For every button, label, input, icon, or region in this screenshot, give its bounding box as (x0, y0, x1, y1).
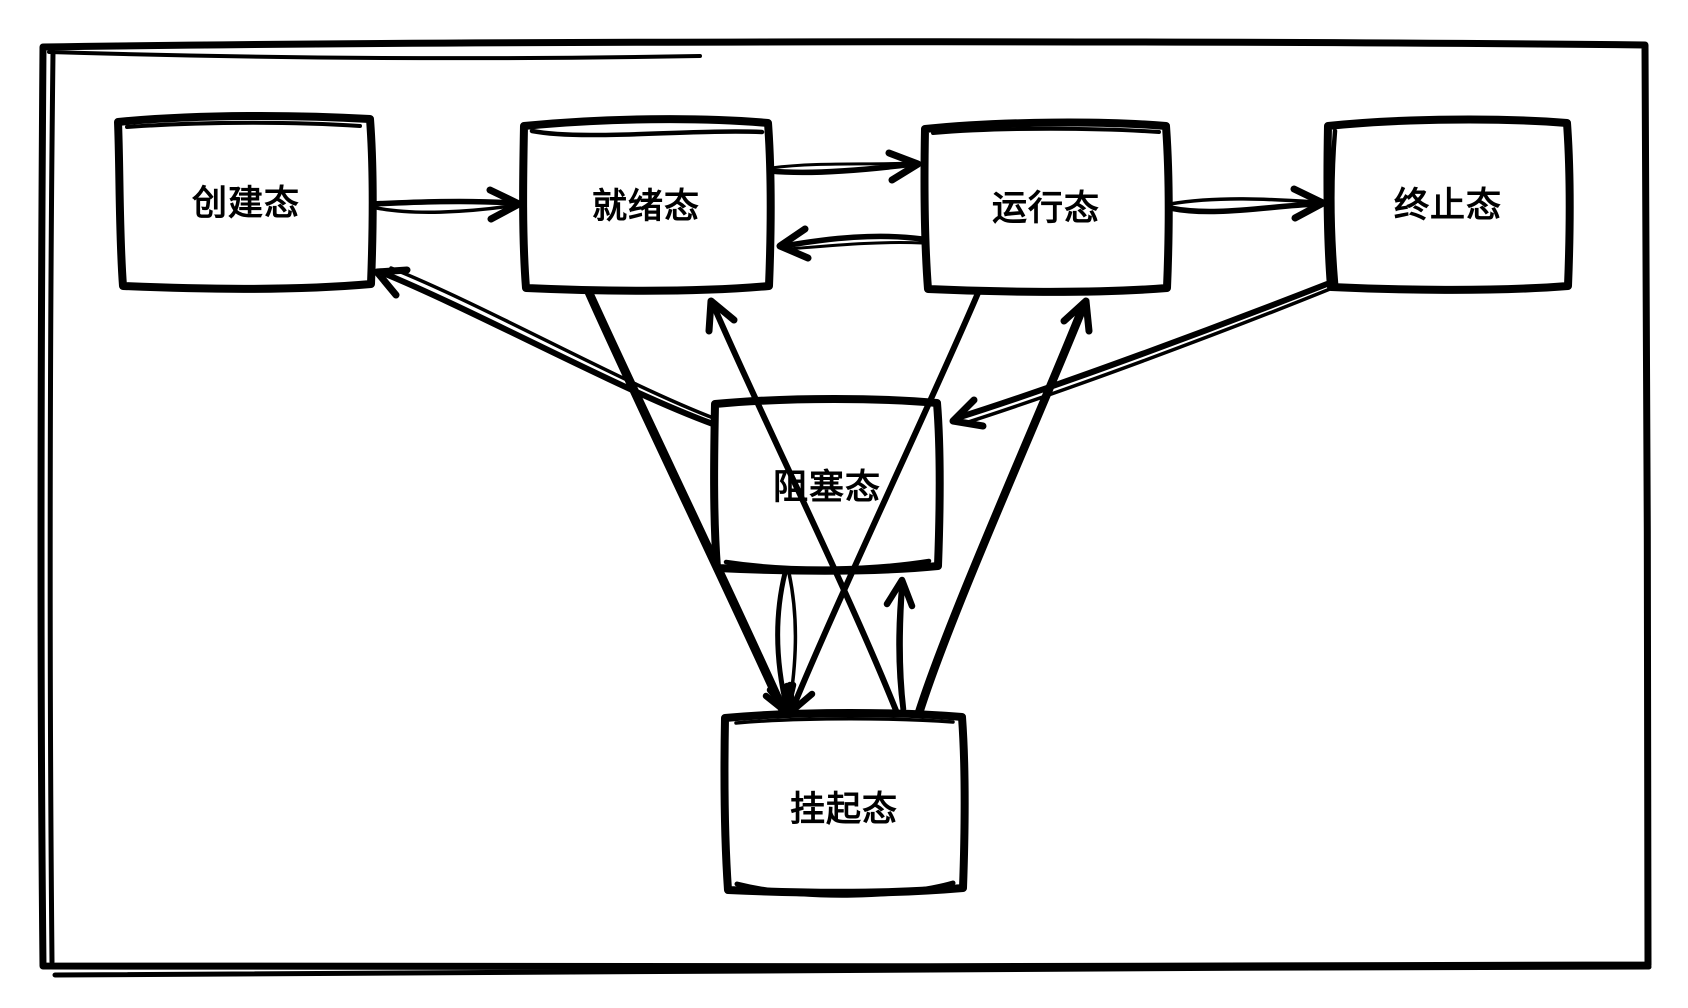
arrow-shaft-double (370, 204, 513, 215)
state-box-created-sketch-line (125, 120, 362, 129)
state-box-suspended-sketch-line2 (734, 717, 955, 725)
arrow-terminated-to-blocked[interactable] (949, 281, 1332, 430)
arrow-shaft-double (914, 300, 1084, 715)
arrow-ready-to-running[interactable] (767, 149, 922, 184)
arrow-shaft (896, 579, 906, 713)
state-node-running[interactable]: 运行态 (920, 118, 1173, 296)
arrow-shaft-double (960, 287, 1332, 426)
frame-border-left-double (47, 49, 56, 965)
frame-border-top-double (47, 50, 702, 61)
arrowhead-icon (486, 186, 523, 223)
state-label-running: 运行态 (992, 189, 1100, 229)
state-node-suspended[interactable]: 挂起态 (720, 709, 969, 898)
state-label-suspended: 挂起态 (790, 790, 898, 830)
arrow-shaft (781, 233, 925, 249)
state-box-blocked-sketch-line (723, 558, 932, 571)
state-label-ready: 就绪态 (592, 187, 700, 227)
arrow-shaft-double (786, 240, 924, 251)
arrow-shaft (767, 161, 917, 176)
arrow-running-to-ready[interactable] (776, 225, 925, 262)
arrow-shaft (954, 281, 1330, 421)
state-box-ready-sketch-line (529, 128, 765, 138)
arrow-shaft (380, 270, 716, 427)
arrow-shaft (775, 570, 790, 712)
arrowhead-icon (705, 297, 738, 335)
arrow-blocked-to-suspended[interactable] (766, 570, 798, 714)
state-box-created[interactable] (114, 111, 377, 293)
state-box-suspended-sketch-line (734, 880, 956, 898)
arrow-shaft-double (769, 161, 912, 170)
state-box-suspended[interactable] (720, 709, 969, 897)
arrowhead-icon (883, 576, 916, 610)
arrow-shaft (709, 299, 900, 716)
arrowhead-icon (1060, 297, 1093, 335)
state-box-running[interactable] (920, 118, 1173, 296)
arrow-created-to-ready[interactable] (369, 186, 523, 223)
state-node-created[interactable]: 创建态 (114, 111, 377, 293)
state-node-blocked[interactable]: 阻塞态 (710, 395, 944, 575)
arrow-shaft-double (584, 290, 782, 712)
state-box-terminated-sketch-line (1330, 128, 1339, 286)
state-box-terminated[interactable] (1323, 115, 1574, 294)
state-node-ready[interactable]: 就绪态 (519, 115, 775, 295)
arrowhead-icon (776, 225, 812, 262)
sketch-frame (37, 38, 1652, 978)
arrow-shaft (369, 198, 516, 207)
arrow-suspended-to-ready[interactable] (705, 297, 900, 716)
state-node-terminated[interactable]: 终止态 (1323, 115, 1574, 294)
state-box-blocked[interactable] (710, 395, 944, 575)
state-label-created: 创建态 (191, 184, 300, 224)
arrowhead-icon (949, 396, 987, 430)
arrow-shaft (1167, 201, 1320, 215)
arrowhead-icon (766, 681, 797, 714)
arrow-shaft-double (900, 581, 907, 711)
state-label-terminated: 终止态 (1394, 186, 1502, 226)
arrow-suspended-to-blocked[interactable] (883, 576, 916, 713)
arrow-suspended-to-running[interactable] (914, 297, 1093, 717)
arrow-shaft (917, 300, 1089, 717)
arrowhead-icon (373, 266, 411, 299)
arrowhead-icon (885, 149, 922, 184)
arrow-shaft-double (1168, 197, 1317, 206)
state-box-running-sketch-line (931, 126, 1161, 135)
state-box-ready[interactable] (519, 115, 775, 295)
arrow-running-to-terminated[interactable] (1167, 185, 1327, 222)
arrow-shaft (588, 291, 788, 714)
arrowhead-icon (1290, 185, 1327, 222)
arrow-shaft-double (389, 266, 718, 421)
arrow-shaft (789, 290, 981, 713)
arrow-blocked-to-created[interactable] (373, 266, 718, 427)
frame-border-bottom-double (52, 964, 1652, 978)
